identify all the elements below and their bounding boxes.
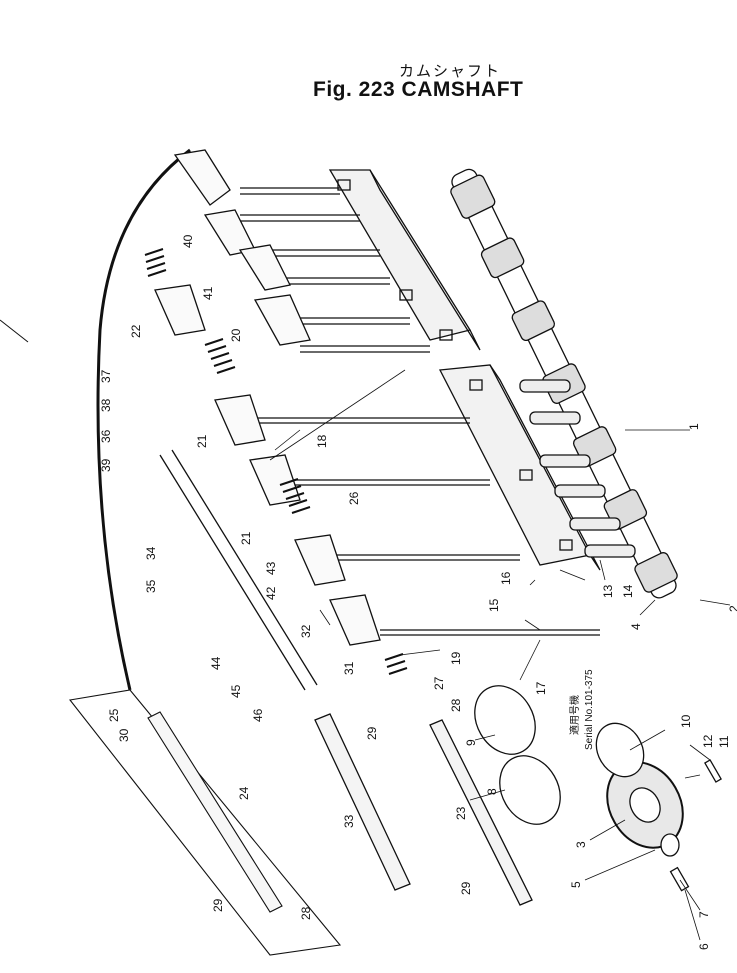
callout-23: 23: [454, 806, 468, 820]
callout-44: 44: [209, 656, 223, 670]
callout-11: 11: [717, 735, 731, 748]
callout-31: 31: [342, 661, 356, 675]
rocker-shaft: [159, 449, 318, 691]
callout-22: 22: [129, 324, 143, 338]
callout-3: 3: [574, 841, 588, 848]
callout-29c: 29: [459, 881, 473, 895]
shaft-23: [429, 719, 533, 906]
callout-15: 15: [487, 598, 501, 612]
callout-38: 38: [99, 398, 113, 412]
callout-21a: 21: [195, 434, 209, 448]
callout-16: 16: [499, 571, 513, 585]
serial-note-line2: Serial No.101-375: [584, 669, 595, 750]
callout-25: 25: [107, 708, 121, 722]
callout-1: 1: [687, 423, 701, 430]
callout-29b: 29: [211, 898, 225, 912]
callout-46: 46: [251, 708, 265, 722]
callout-33: 33: [342, 814, 356, 828]
callout-43: 43: [264, 561, 278, 575]
push-rods: [240, 187, 600, 636]
callout-13: 13: [601, 584, 615, 598]
callout-10: 10: [679, 714, 693, 728]
callout-19: 19: [449, 651, 463, 665]
serial-note-line1: 適用号機: [568, 695, 581, 735]
callout-26: 26: [347, 491, 361, 505]
callout-27: 27: [432, 676, 446, 690]
timing-gear: [474, 685, 722, 892]
callout-6: 6: [697, 943, 711, 950]
callout-30: 30: [117, 728, 131, 742]
figure-header: カムシャフト Fig. 223 CAMSHAFT: [0, 0, 737, 110]
callout-24: 24: [237, 786, 251, 800]
callout-21b: 21: [239, 531, 253, 545]
callout-20: 20: [229, 328, 243, 342]
callout-41: 41: [201, 286, 215, 300]
callout-28a: 28: [449, 698, 463, 712]
callout-28b: 28: [299, 906, 313, 920]
callout-14: 14: [621, 584, 635, 598]
valve-lifters: [519, 379, 636, 558]
callout-18: 18: [315, 434, 329, 448]
callout-29a: 29: [365, 726, 379, 740]
callout-37: 37: [99, 369, 113, 383]
callout-12: 12: [701, 734, 715, 748]
callout-2: 2: [727, 605, 737, 612]
callout-4: 4: [629, 623, 643, 630]
callout-42: 42: [264, 586, 278, 600]
shaft-33: [314, 713, 411, 891]
callout-45: 45: [229, 684, 243, 698]
leader-lines: [269, 369, 731, 941]
frame-curve: [96, 148, 191, 691]
callout-35: 35: [144, 579, 158, 593]
rocker-arms: [154, 149, 381, 646]
rocker-bracket-lower: [438, 364, 601, 571]
callout-8: 8: [485, 788, 499, 795]
inset-box-24: [68, 689, 342, 956]
callout-39: 39: [99, 458, 113, 472]
callout-40: 40: [181, 234, 195, 248]
callout-32: 32: [299, 624, 313, 638]
callout-36: 36: [99, 429, 113, 443]
callout-9: 9: [464, 739, 478, 746]
rocker-bracket-upper: [328, 169, 481, 351]
callout-7: 7: [697, 911, 711, 918]
callout-5: 5: [569, 881, 583, 888]
springs: [144, 248, 408, 675]
callout-34: 34: [144, 546, 158, 560]
serial-note: 適用号機 Serial No.101-375: [568, 669, 595, 750]
callout-17: 17: [534, 681, 548, 695]
figure-title: Fig. 223 CAMSHAFT: [313, 78, 524, 101]
callout-labels: 1 2 3 4 5 6 7 8 9 10 11 12 13 14 15 16 1…: [99, 234, 737, 950]
title-katakana: カムシャフト: [399, 62, 502, 80]
